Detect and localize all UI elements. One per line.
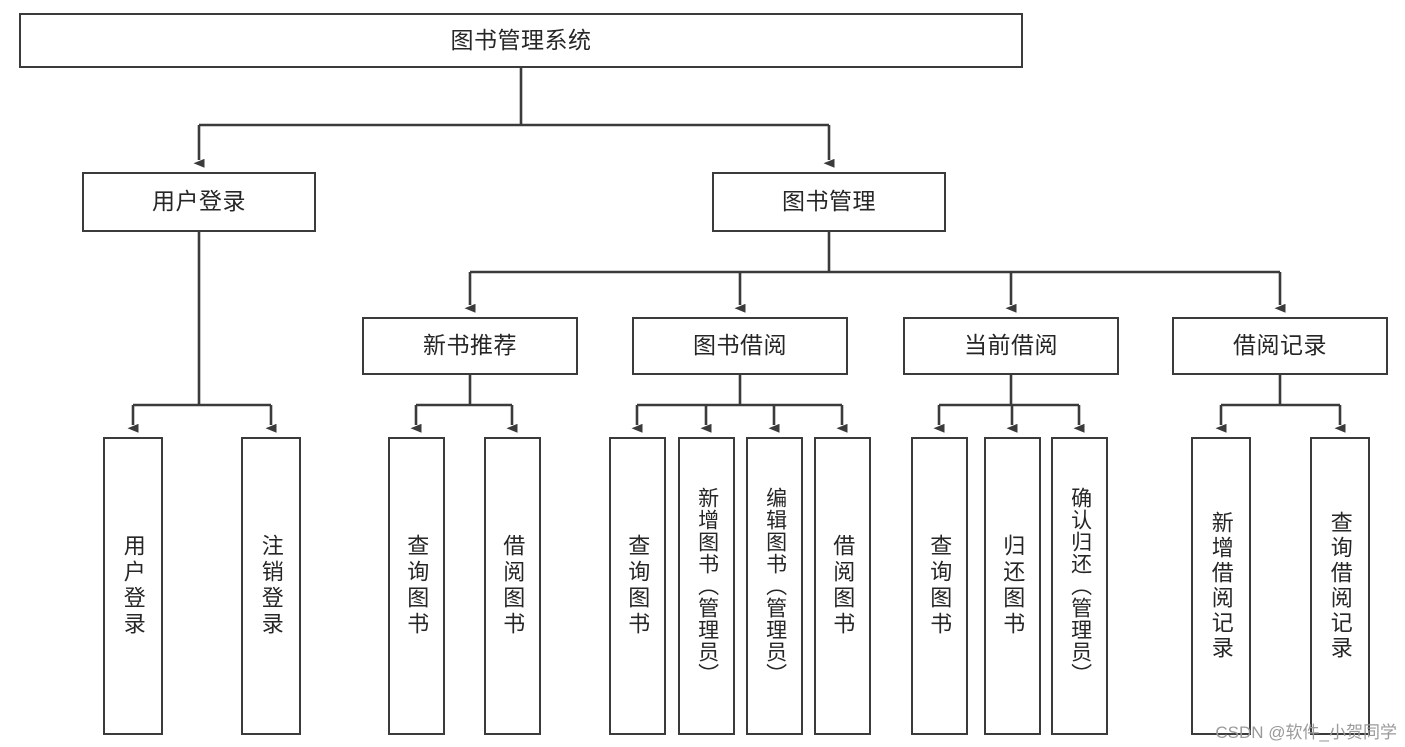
node-label: 查询图书 [625, 534, 651, 638]
node-label: 查询借阅记录 [1327, 511, 1353, 661]
node-label: 归还图书 [1000, 534, 1026, 638]
node-label: 借阅记录 [1233, 332, 1327, 359]
node-label: 新书推荐 [423, 332, 517, 359]
node-label: 用户登录 [152, 188, 246, 215]
leaf-node[interactable]: 新增借阅记录 [1191, 437, 1251, 735]
node-new-book-recommend[interactable]: 新书推荐 [362, 317, 578, 375]
node-label: 注销登录 [258, 534, 284, 638]
leaf-node[interactable]: 新增图书（管理员） [678, 437, 735, 735]
leaf-node[interactable]: 确认归还（管理员） [1051, 437, 1108, 735]
node-label: 用户登录 [120, 534, 146, 638]
leaf-node[interactable]: 查询图书 [388, 437, 445, 735]
node-label: 借阅图书 [500, 534, 526, 638]
leaf-node[interactable]: 归还图书 [984, 437, 1041, 735]
node-borrow-records[interactable]: 借阅记录 [1172, 317, 1388, 375]
node-label: 当前借阅 [964, 332, 1058, 359]
leaf-node[interactable]: 查询图书 [609, 437, 666, 735]
leaf-node[interactable]: 查询借阅记录 [1310, 437, 1370, 735]
leaf-node[interactable]: 注销登录 [241, 437, 301, 735]
node-current-borrow[interactable]: 当前借阅 [903, 317, 1119, 375]
node-root-label: 图书管理系统 [450, 26, 592, 53]
leaf-node[interactable]: 借阅图书 [814, 437, 871, 735]
node-label: 确认归还（管理员） [1068, 487, 1092, 685]
node-user-login[interactable]: 用户登录 [82, 172, 316, 232]
node-label: 借阅图书 [830, 534, 856, 638]
node-label: 新增图书（管理员） [695, 487, 719, 685]
leaf-node[interactable]: 用户登录 [103, 437, 163, 735]
csdn-watermark: CSDN @软件_小贺同学 [1215, 723, 1397, 742]
node-root[interactable]: 图书管理系统 [19, 13, 1023, 68]
node-book-borrow[interactable]: 图书借阅 [632, 317, 848, 375]
node-label: 查询图书 [404, 534, 430, 638]
node-label: 图书管理 [782, 188, 876, 215]
node-label: 新增借阅记录 [1208, 511, 1234, 661]
node-label: 编辑图书（管理员） [763, 487, 787, 685]
node-label: 查询图书 [927, 534, 953, 638]
leaf-node[interactable]: 借阅图书 [484, 437, 541, 735]
leaf-node[interactable]: 编辑图书（管理员） [746, 437, 803, 735]
leaf-node[interactable]: 查询图书 [911, 437, 968, 735]
node-label: 图书借阅 [693, 332, 787, 359]
node-book-management[interactable]: 图书管理 [712, 172, 946, 232]
